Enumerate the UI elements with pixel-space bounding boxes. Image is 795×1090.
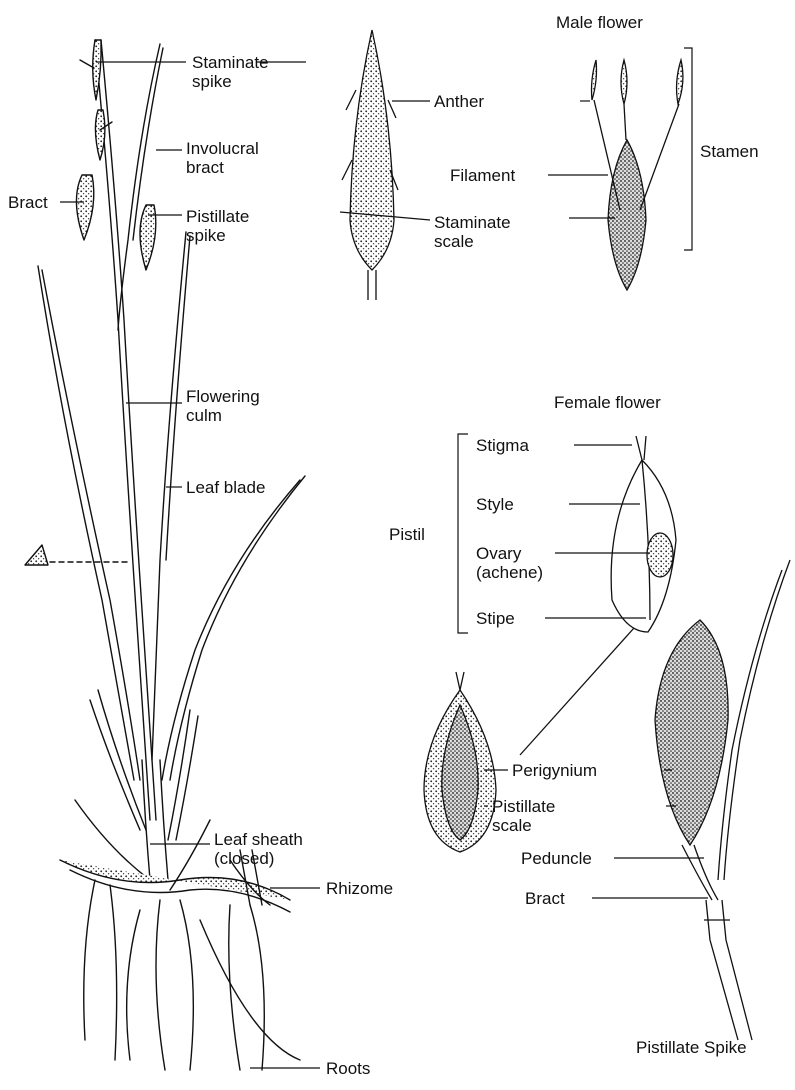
female-flower-detail (520, 436, 676, 755)
label-staminate-scale: Staminate scale (434, 213, 511, 251)
whole-plant (25, 40, 305, 1070)
label-roots: Roots (326, 1059, 370, 1078)
label-leaf-sheath-line1: Leaf sheath (214, 830, 303, 849)
label-perigynium: Perigynium (512, 761, 597, 780)
label-staminate-spike: Staminate spike (192, 53, 269, 91)
label-leaf-sheath: Leaf sheath (closed) (214, 830, 303, 868)
label-pistil: Pistil (389, 525, 425, 544)
label-rhizome: Rhizome (326, 879, 393, 898)
label-stamen: Stamen (700, 142, 759, 161)
label-flowering-culm-line1: Flowering (186, 387, 260, 406)
label-female-flower: Female flower (554, 393, 661, 412)
perigynium-detail (424, 672, 496, 852)
label-peduncle: Peduncle (521, 849, 592, 868)
label-bract-right: Bract (525, 889, 565, 908)
label-style: Style (476, 495, 514, 514)
label-stigma: Stigma (476, 436, 529, 455)
label-staminate-spike-line1: Staminate (192, 53, 269, 72)
label-staminate-spike-line2: spike (192, 72, 269, 91)
label-leaf-blade: Leaf blade (186, 478, 265, 497)
label-pistillate-scale-line2: scale (492, 816, 555, 835)
label-stipe: Stipe (476, 609, 515, 628)
label-ovary-line1: Ovary (476, 544, 543, 563)
label-pistillate-spike-caption: Pistillate Spike (636, 1038, 747, 1057)
label-anther: Anther (434, 92, 484, 111)
label-filament: Filament (450, 166, 515, 185)
label-ovary: Ovary (achene) (476, 544, 543, 582)
label-pistillate-spike-line1: Pistillate (186, 207, 249, 226)
label-staminate-scale-line2: scale (434, 232, 511, 251)
label-involucral-bract-line2: bract (186, 158, 259, 177)
label-ovary-line2: (achene) (476, 563, 543, 582)
label-flowering-culm: Flowering culm (186, 387, 260, 425)
label-flowering-culm-line2: culm (186, 406, 260, 425)
pistillate-spike-detail (655, 560, 790, 1040)
label-pistillate-scale-line1: Pistillate (492, 797, 555, 816)
label-bract-left: Bract (8, 193, 48, 212)
label-male-flower: Male flower (556, 13, 643, 32)
label-pistillate-scale: Pistillate scale (492, 797, 555, 835)
label-pistillate-spike: Pistillate spike (186, 207, 249, 245)
label-pistillate-spike-line2: spike (186, 226, 249, 245)
label-staminate-scale-line1: Staminate (434, 213, 511, 232)
label-leaf-sheath-line2: (closed) (214, 849, 303, 868)
label-involucral-bract-line1: Involucral (186, 139, 259, 158)
staminate-spike-detail (342, 30, 398, 300)
label-involucral-bract: Involucral bract (186, 139, 259, 177)
